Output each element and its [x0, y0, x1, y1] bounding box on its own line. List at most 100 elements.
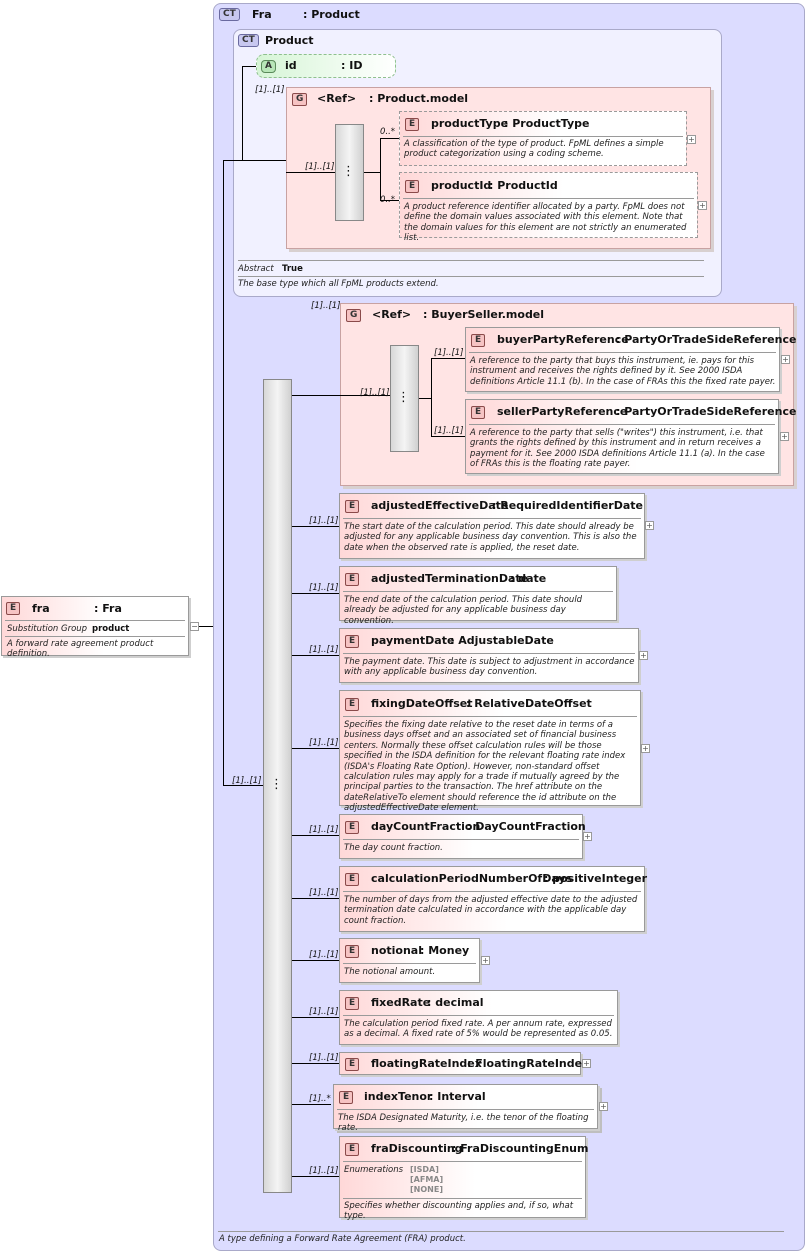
element-doc: The notional amount.	[344, 967, 436, 977]
connector-line	[380, 138, 400, 139]
connector-line	[419, 398, 431, 399]
connector-line	[242, 66, 243, 161]
element-badge: E	[345, 698, 360, 711]
expand-icon[interactable]: +	[780, 432, 789, 441]
sequence-icon: ⋮	[270, 777, 283, 792]
element-doc: The number of days from the adjusted eff…	[344, 895, 638, 926]
element-badge: E	[471, 406, 486, 419]
element-badge: E	[345, 635, 360, 648]
separator	[5, 636, 185, 637]
element-name: paymentDate	[371, 634, 455, 647]
attribute-id[interactable]: A id : ID	[256, 54, 396, 78]
element-doc: A product reference identifier allocated…	[404, 202, 687, 244]
connector-line	[292, 1017, 339, 1018]
separator	[343, 591, 613, 592]
collapse-icon[interactable]: −	[190, 622, 199, 631]
element-buyer-party-reference[interactable]: E buyerPartyReference : PartyOrTradeSide…	[465, 327, 796, 392]
cardinality-label: [1]..[1]	[309, 950, 339, 960]
expand-icon[interactable]: +	[781, 355, 790, 364]
element-doc: The payment date. This date is subject t…	[344, 657, 635, 678]
sequence-compositor[interactable]	[390, 345, 419, 452]
connector-line	[431, 358, 432, 436]
attribute-name: id	[285, 59, 297, 72]
element-doc: The calculation period fixed rate. A per…	[344, 1019, 613, 1040]
cardinality-label: [1]..[1]	[309, 888, 339, 898]
enum-value: [AFMA]	[410, 1175, 444, 1184]
separator	[343, 518, 641, 519]
expand-icon[interactable]: +	[698, 201, 707, 210]
group-badge: G	[346, 309, 362, 322]
expand-icon[interactable]: +	[582, 1059, 591, 1068]
separator	[343, 963, 476, 964]
element-fixing-date-offset[interactable]: E fixingDateOffset : RelativeDateOffset …	[339, 690, 641, 813]
expand-icon[interactable]: +	[687, 135, 696, 144]
enumerations-label: Enumerations	[344, 1165, 404, 1175]
element-adjusted-termination-date[interactable]: E adjustedTerminationDate : date The end…	[339, 566, 617, 626]
group-badge: G	[292, 93, 308, 106]
element-doc: The ISDA Designated Maturity, i.e. the t…	[338, 1113, 589, 1134]
expand-icon[interactable]: +	[599, 1102, 608, 1111]
element-product-type[interactable]: E productType : ProductType A classifica…	[399, 111, 687, 166]
element-name: productId	[431, 179, 492, 192]
separator	[5, 620, 185, 621]
element-name: adjustedEffectiveDate	[371, 499, 509, 512]
element-badge: E	[339, 1091, 354, 1104]
element-name: dayCountFraction	[371, 820, 481, 833]
complex-type-name: Product	[265, 34, 314, 47]
connector-line	[292, 960, 339, 961]
expand-icon[interactable]: +	[481, 956, 490, 965]
cardinality-label: [1]..[1]	[434, 348, 464, 358]
element-floating-rate-index[interactable]: E floatingRateIndex : FloatingRateIndex	[339, 1052, 589, 1075]
element-badge: E	[345, 573, 360, 586]
element-type: : PartyOrTradeSideReference	[616, 333, 797, 346]
element-name: fixedRate	[371, 996, 431, 1009]
substitution-group-label: Substitution Group	[7, 624, 88, 634]
cardinality-label: [1]..[1]	[309, 1053, 339, 1063]
element-badge: E	[471, 334, 486, 347]
cardinality-label: 0..*	[380, 127, 396, 137]
complex-type-icon: CT	[238, 34, 259, 47]
element-doc: The day count fraction.	[344, 843, 443, 853]
sequence-compositor[interactable]	[263, 379, 292, 1193]
element-calculation-period-number-of-days[interactable]: E calculationPeriodNumberOfDays : positi…	[339, 866, 647, 932]
connector-line	[292, 1063, 339, 1064]
element-adjusted-effective-date[interactable]: E adjustedEffectiveDate : RequiredIdenti…	[339, 493, 645, 559]
sequence-compositor[interactable]	[335, 124, 364, 221]
element-day-count-fraction[interactable]: E dayCountFraction : DayCountFraction Th…	[339, 814, 586, 859]
element-name: productType	[431, 117, 509, 130]
separator	[238, 260, 704, 261]
element-type: : FraDiscountingEnum	[452, 1142, 589, 1155]
abstract-value: True	[282, 264, 303, 274]
connector-line	[292, 655, 339, 656]
separator	[238, 276, 704, 277]
connector-line	[223, 785, 263, 786]
connector-line	[292, 835, 339, 836]
expand-icon[interactable]: +	[639, 651, 648, 660]
connector-line	[199, 626, 213, 627]
expand-icon[interactable]: +	[583, 832, 592, 841]
element-index-tenor[interactable]: E indexTenor : Interval The ISDA Designa…	[333, 1084, 598, 1133]
connector-line	[292, 1176, 339, 1177]
complex-type-base: : Product	[303, 8, 360, 21]
element-seller-party-reference[interactable]: E sellerPartyReference : PartyOrTradeSid…	[465, 399, 796, 474]
element-fixed-rate[interactable]: E fixedRate : decimal The calculation pe…	[339, 990, 618, 1045]
separator	[337, 1109, 594, 1110]
separator	[343, 716, 637, 717]
connector-line	[292, 1104, 331, 1105]
element-payment-date[interactable]: E paymentDate : AdjustableDate The payme…	[339, 628, 639, 683]
element-badge: E	[345, 500, 360, 513]
enum-value: [ISDA]	[410, 1165, 439, 1174]
element-type: : decimal	[427, 996, 484, 1009]
cardinality-label: [1]..[1]	[309, 583, 339, 593]
element-name: fraDiscounting	[371, 1142, 463, 1155]
element-product-id[interactable]: E productId : ProductId A product refere…	[399, 172, 698, 243]
expand-icon[interactable]: +	[645, 521, 654, 530]
element-fra-discounting[interactable]: E fraDiscounting : FraDiscountingEnum En…	[339, 1136, 589, 1221]
connector-line	[292, 526, 339, 527]
connector-line	[242, 66, 256, 67]
element-type: : date	[510, 572, 547, 585]
root-element-fra[interactable]: E fra : Fra Substitution Group product A…	[1, 596, 189, 659]
expand-icon[interactable]: +	[641, 744, 650, 753]
element-notional[interactable]: E notional : Money The notional amount.	[339, 938, 480, 983]
element-badge: E	[345, 1058, 360, 1071]
